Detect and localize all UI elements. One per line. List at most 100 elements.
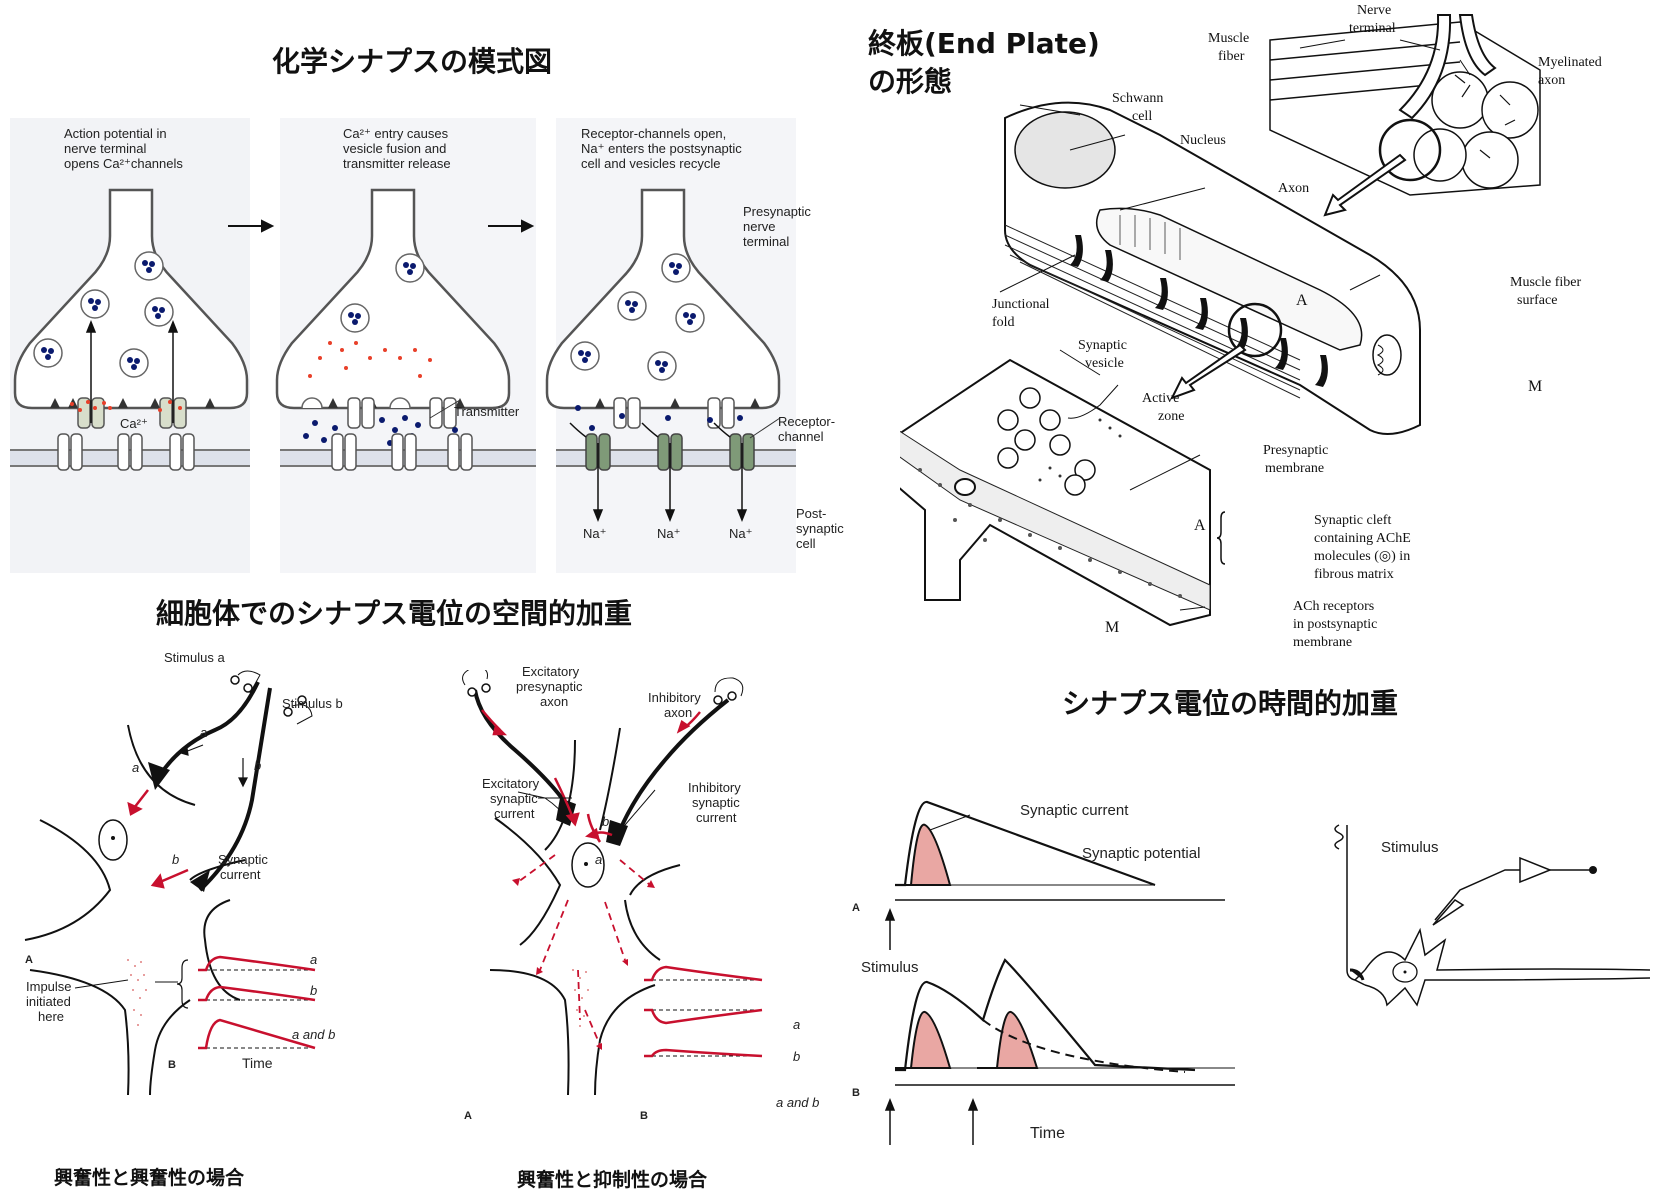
postsyn-label-2: synaptic [796,521,844,536]
presyn-membrane-label-1: Presynaptic [1263,443,1329,458]
temporal-traces-panel: Synaptic current Synaptic potential Stim… [852,790,1255,1160]
synaptic-vesicle-label-1: Synaptic [1078,338,1127,353]
synaptic-current-label-2: current [220,867,261,882]
a-path-label: a [200,725,208,740]
receptor-label-2: channel [778,429,824,444]
b-synapse-label-2: b [602,814,610,829]
synaptic-vesicle-label-2: vesicle [1085,356,1124,371]
ach-label-3: membrane [1293,635,1353,650]
title-temporal-summation: シナプス電位の時間的加重 [1062,687,1399,720]
step2-label-3: transmitter release [343,156,451,171]
trace-ab-label-1: a and b [292,1027,336,1042]
presyn-label-1: Presynaptic [743,204,811,219]
title-end-plate-line2: の形態 [868,65,953,98]
letter-m-lower: M [1105,619,1120,636]
recording-setup-panel: Stimulus [1325,820,1654,1020]
synapse-model-panel: Action potential in nerve terminal opens… [10,118,844,573]
terminal-3 [545,188,781,410]
ca-label: Ca²⁺ [120,416,148,431]
caption-exc-inh: 興奮性と抑制性の場合 [517,1169,708,1191]
spatial-exc-inh-panel: Excitatory presynaptic axon Inhibitory a… [460,664,830,1150]
exc-current-label-1: Excitatory [482,776,540,791]
receptor-label-1: Receptor- [778,414,836,429]
b-path-label: b [254,758,262,773]
exc-current-label-2: synaptic [490,791,538,806]
title-spatial-summation: 細胞体でのシナプス電位の空間的加重 [156,597,633,630]
exc-inh-drawing [462,670,763,1096]
a-synapse-label: a [132,760,140,775]
title-end-plate-line1: 終板(End Plate) [868,27,1100,60]
trace-ab-label-2: a and b [776,1095,820,1110]
impulse-label-1: Impulse [26,979,72,994]
neuron-outline-1 [24,724,246,1096]
junctional-fold-label-2: fold [992,315,1015,330]
na-label-1: Na⁺ [583,526,607,541]
na-label-2: Na⁺ [657,526,681,541]
end-plate-panel: Nerve terminal Muscle fiber Myelinated a… [900,0,1654,670]
step2-label-1: Ca²⁺ entry causes [343,126,449,141]
title-synapse-model: 化学シナプスの模式図 [272,45,553,78]
ach-label-2: in postsynaptic [1293,617,1378,632]
cleft-label-3: molecules (◎) in [1314,549,1411,564]
inh-axon-label-2: axon [664,705,693,720]
synaptic-current-label-t: Synaptic current [1020,802,1129,819]
myelinated-label-1: Myelinated [1538,55,1602,70]
panel-b-label-1: B [168,1059,176,1071]
exc-axon-label-3: axon [540,694,569,709]
time-label-t: Time [1030,1125,1065,1142]
inh-current-label-2: synaptic [692,795,740,810]
step1-label-3: opens Ca²⁺channels [64,156,183,171]
trace-a-label-2: a [793,1017,801,1032]
letter-a-lower: A [1194,517,1206,534]
axon-label: Axon [1278,181,1310,196]
stimulus-b-label: Stimulus b [282,696,343,711]
trace-a-label-1: a [310,952,318,967]
muscle-surface-label-2: surface [1517,293,1558,308]
active-zone-label-2: zone [1158,409,1185,424]
step3-label-3: cell and vesicles recycle [581,156,721,171]
step3-label-1: Receptor-channels open, [581,126,727,141]
postsyn-label-3: cell [796,536,816,551]
muscle-fiber-label-1: Muscle [1208,31,1250,46]
muscle-surface-label-1: Muscle fiber [1510,275,1582,290]
ach-label-1: ACh receptors [1293,599,1375,614]
presyn-label-3: terminal [743,234,790,249]
nucleus-label: Nucleus [1180,133,1226,148]
synaptic-current-label-1: Synaptic [218,852,268,867]
nerve-terminal-label-1: Nerve [1357,3,1392,18]
exc-current-label-3: current [494,806,535,821]
traces-exc-exc [198,955,316,1050]
nerve-terminal-label-2: terminal [1349,21,1396,36]
exc-axon-label-2: presynaptic [516,679,583,694]
panel-a-label-2: A [464,1110,472,1122]
letter-m-upper: M [1528,378,1543,395]
exc-exc-drawing [24,670,316,1096]
terminal-1 [13,188,249,410]
stimulus-label-setup: Stimulus [1381,839,1439,856]
presyn-label-2: nerve [743,219,776,234]
schwann-label-1: Schwann [1112,91,1164,106]
presyn-membrane-label-2: membrane [1265,461,1325,476]
letter-a-upper: A [1296,292,1308,309]
temporal-b-label: B [852,1087,860,1099]
end-plate-drawing [900,14,1541,627]
inh-current-label-1: Inhibitory [688,780,741,795]
schwann-nucleus [1014,111,1116,189]
postsyn-label-1: Post- [796,506,827,521]
step2-label-2: vesicle fusion and [343,141,447,156]
temporal-a-label: A [852,902,860,914]
trace-b-label-1: b [310,983,318,998]
myelinated-label-2: axon [1538,73,1566,88]
panel-b-label-2: B [640,1110,648,1122]
stimulus-label-t: Stimulus [861,959,919,976]
terminal-1-vesicles [33,251,174,378]
schwann-label-2: cell [1132,109,1153,124]
cleft-label-2: containing AChE [1314,531,1411,546]
synapse-model-drawing [10,118,796,573]
inh-axon-label-1: Inhibitory [648,690,701,705]
terminal-2 [275,188,511,410]
synaptic-potential-label-t: Synaptic potential [1082,845,1201,862]
b-synapse-label: b [172,852,180,867]
na-label-3: Na⁺ [729,526,753,541]
